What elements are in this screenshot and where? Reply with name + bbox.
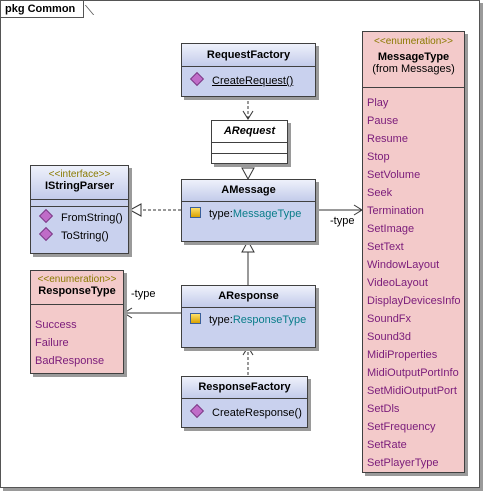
private-attribute-icon [190,207,201,218]
literals-section: Success Failure BadResponse [31,305,123,370]
operations-section: CreateRequest() [182,67,315,90]
operation-icon [38,208,54,224]
package-label: pkg Common [1,1,85,18]
realization-arrowhead [128,203,142,217]
enum-messagetype-header: <<enumeration>> MessageType (from Messag… [363,32,464,88]
class-requestfactory[interactable]: RequestFactory CreateRequest() [181,43,316,97]
enum-literal: WindowLayout [367,259,440,271]
enum-literal: MidiProperties [367,349,438,361]
attributes-section: type:ResponseType [182,308,315,339]
enum-literal: MidiOutputPortInfo [367,367,459,379]
enum-literal: Resume [367,133,408,145]
operation-icon [189,71,205,87]
enum-literal: Sound3d [367,331,412,343]
operations-section [212,154,287,163]
attributes-section [212,143,287,154]
enum-literal: Stop [367,151,390,163]
enum-literal: SetVolume [367,169,421,181]
enum-literal: SoundFx [367,313,412,325]
private-attribute-icon [190,313,201,324]
operation-row: ToString() [31,226,128,245]
dep-arrowhead-arequest [242,110,254,120]
enum-literal: SetFrequency [367,421,436,433]
enum-messagetype-name: MessageType [377,51,450,63]
stereotype-label: <<interface>> [48,169,111,180]
enum-messagetype-origin: (from Messages) [372,63,455,75]
enum-literal: Play [367,97,389,109]
enum-literal: BadResponse [35,355,105,367]
operation-fromstring: FromString() [61,212,123,224]
class-istringparser[interactable]: <<interface>> IStringParser FromString()… [30,165,129,254]
attributes-section [31,200,128,207]
enum-literal: VideoLayout [367,277,428,289]
enum-literal: Pause [367,115,399,127]
enum-literal: SetText [367,241,404,253]
literals-section: Play Pause Resume Stop SetVolume Seek Te… [363,88,464,472]
operation-row: FromString() [31,208,128,227]
assoc-arrowhead-responsetype [123,307,133,319]
operation-icon [189,403,205,419]
operation-tostring: ToString() [61,230,109,242]
class-istringparser-name: IStringParser [44,180,115,192]
enum-messagetype[interactable]: <<enumeration>> MessageType (from Messag… [362,31,465,473]
attribute-name: type: [209,314,233,326]
class-responsefactory[interactable]: ResponseFactory CreateResponse() [181,376,308,428]
operations-section: FromString() ToString() [31,207,128,245]
operations-section: CreateResponse() [182,399,307,422]
enum-responsetype-name: ResponseType [38,285,116,297]
class-aresponse[interactable]: AResponse type:ResponseType [181,285,316,348]
enum-literal: DisplayDevicesInfo [367,295,461,307]
class-arequest[interactable]: ARequest [211,120,288,164]
role-label-amessage-type: -type [330,215,355,227]
operation-row: CreateRequest() [182,71,315,90]
class-amessage[interactable]: AMessage type:MessageType [181,179,316,242]
class-amessage-name: AMessage [182,180,315,202]
attribute-row: type:MessageType [182,205,315,223]
attribute-type: MessageType [232,208,302,220]
operation-icon [38,226,54,242]
attribute-name: type: [209,208,233,220]
enum-literal: SetMidiOutputPort [367,385,457,397]
operation-row: CreateResponse() [182,403,307,422]
class-responsefactory-name: ResponseFactory [182,377,307,399]
class-aresponse-name: AResponse [182,286,315,308]
role-label-aresponse-type: -type [131,288,156,300]
attribute-type: ResponseType [232,314,307,326]
attributes-section: type:MessageType [182,202,315,233]
operation-createresponse: CreateResponse() [212,407,302,419]
operation-createrequest: CreateRequest() [212,75,294,87]
enum-literal: Termination [367,205,424,217]
enum-literal: Seek [367,187,393,199]
class-requestfactory-name: RequestFactory [182,44,315,67]
enum-responsetype[interactable]: <<enumeration>> ResponseType Success Fai… [30,270,124,374]
enum-literal: SetRate [367,439,407,451]
enum-literal: SetImage [367,223,415,235]
enum-literal: Failure [35,337,69,349]
stereotype-label: <<enumeration>> [374,36,453,47]
attribute-row: type:ResponseType [182,311,315,329]
gen-arrowhead-amessage-bottom [241,239,255,253]
class-istringparser-header: <<interface>> IStringParser [31,166,128,200]
gen-arrowhead-amessage-top [241,167,255,181]
enum-literal: SetDls [367,403,400,415]
enum-literal: Success [35,319,77,331]
stereotype-label: <<enumeration>> [37,274,117,285]
enum-responsetype-header: <<enumeration>> ResponseType [31,271,123,305]
enum-literal: SetPlayerType [367,457,439,469]
class-arequest-name: ARequest [212,121,287,143]
